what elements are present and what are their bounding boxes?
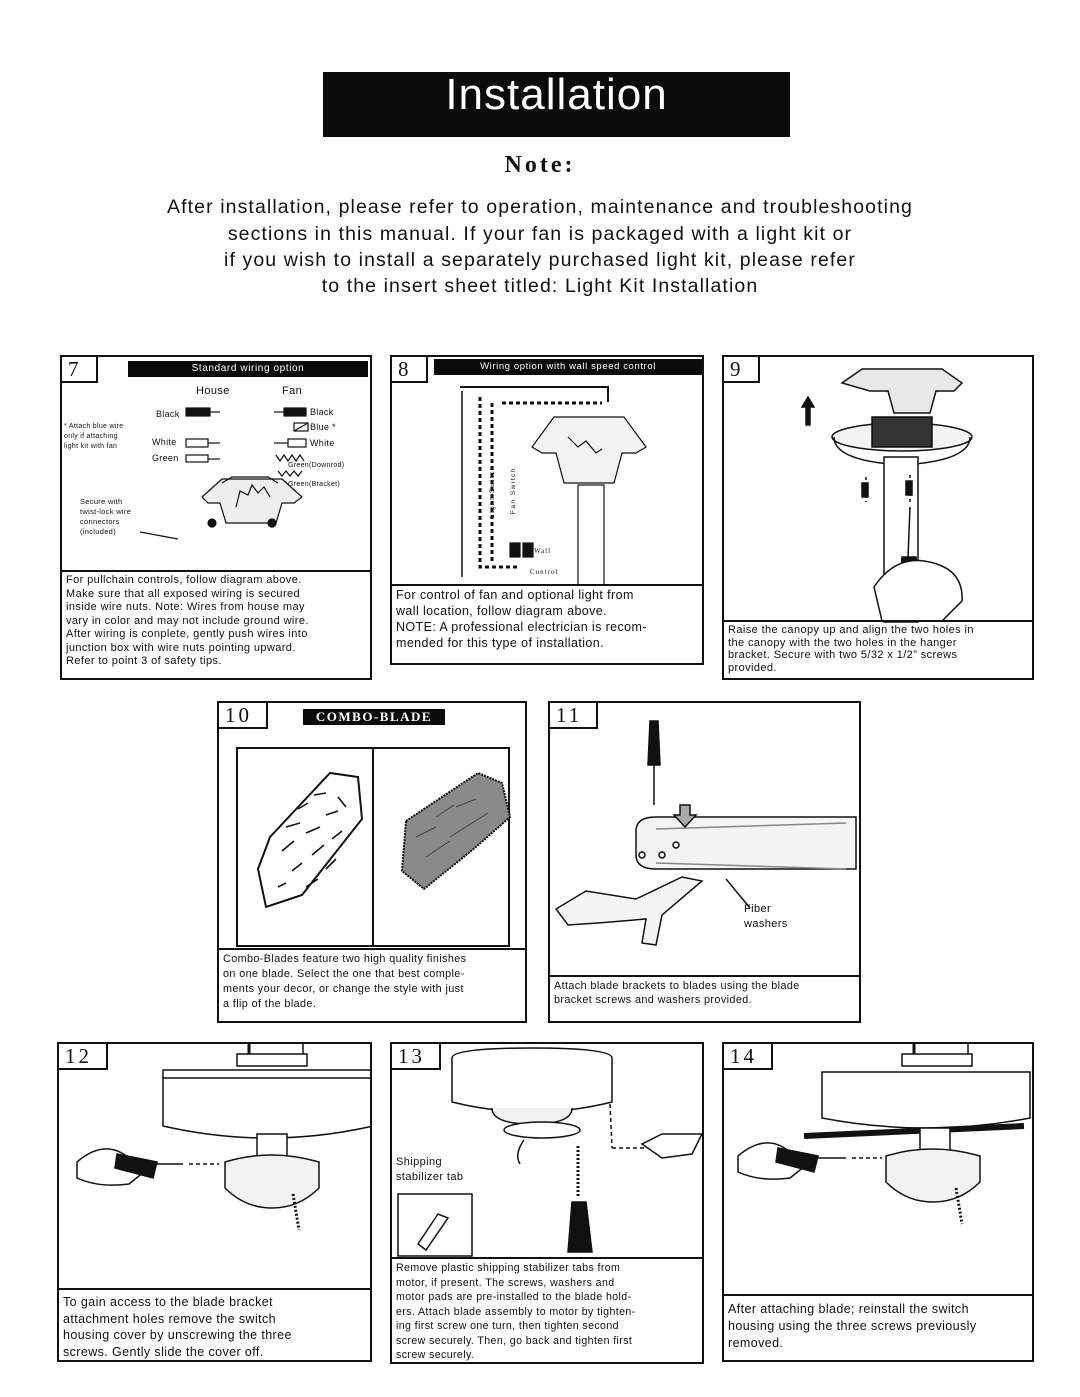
step-11-caption: Attach blade brackets to blades using th… (554, 980, 800, 1006)
attach-note: * Attach blue wire (64, 423, 124, 430)
wire-label: Black (156, 409, 180, 419)
step-14-panel: 14 After attaching blade; reinstall the … (722, 1042, 1034, 1362)
step-number: 10 (219, 703, 268, 729)
step-9-caption: Raise the canopy up and align the two ho… (728, 624, 974, 674)
step-number: 7 (62, 357, 98, 383)
wall-label: Wall (534, 547, 552, 555)
secure-note: connectors (80, 517, 120, 526)
step-8-caption: For control of fan and optional light fr… (396, 588, 647, 650)
wire-label: Green (152, 453, 179, 463)
note-line: After installation, please refer to oper… (167, 196, 913, 218)
step-number: 14 (724, 1044, 773, 1070)
step-number: 9 (724, 357, 760, 383)
blade-bracket-illustration (554, 720, 857, 946)
shipping-label: Shipping (396, 1156, 443, 1168)
step-header: Wiring option with wall speed control (434, 359, 702, 375)
wire-label: White (310, 438, 335, 448)
step-number: 11 (550, 703, 599, 729)
secure-note: twist-lock wire (80, 507, 132, 516)
house-label: House (196, 385, 230, 397)
step-7-panel: 7 Standard wiring option House Fan Black… (60, 355, 372, 680)
step-number: 13 (392, 1044, 441, 1070)
step-14-caption: After attaching blade; reinstall the swi… (728, 1302, 977, 1350)
step-9-panel: 9 Raise the canopy up and align the two … (722, 355, 1034, 680)
wall-control-illustration (460, 386, 647, 586)
note-line: if you wish to install a separately purc… (224, 249, 856, 271)
secure-note: (included) (80, 527, 116, 536)
step-13-caption: Remove plastic shipping stabilizer tabs … (396, 1262, 636, 1361)
step-number: 12 (59, 1044, 108, 1070)
stabilizer-label: stabilizer tab (396, 1171, 464, 1183)
page-title: Installation (323, 72, 790, 137)
step-10-panel: 10 COMBO-BLADE Combo-Blades feature two … (217, 701, 527, 1023)
switch-housing-illustration (76, 1044, 370, 1231)
wire-label: Blue * (310, 422, 336, 432)
secure-note: Secure with (80, 497, 123, 506)
washers-label: washers (744, 918, 788, 930)
light-switch-label: Light Switch (489, 465, 496, 519)
wire-label: Green(Downrod) (288, 462, 345, 469)
step-number: 8 (392, 357, 428, 383)
step-11-panel: 11 Fiber washers Attach blade brackets t… (548, 701, 861, 1023)
wiring-diagram-illustration (139, 407, 309, 540)
step-8-panel: 8 Wiring option with wall speed control … (390, 355, 704, 665)
attach-note: light kit with fan (64, 443, 118, 450)
note-heading: Note: (504, 152, 576, 178)
wire-label: White (152, 437, 177, 447)
step-10-caption: Combo-Blades feature two high quality fi… (223, 953, 467, 1010)
control-label: Control (530, 568, 559, 576)
wire-label: Black (310, 407, 334, 417)
fan-switch-label: Fan Switch (510, 467, 517, 515)
wire-label: Green(Bracket) (288, 481, 341, 488)
step-7-caption: For pullchain controls, follow diagram a… (66, 574, 309, 667)
fan-label: Fan (282, 385, 303, 397)
stabilizer-tab-illustration (397, 1047, 702, 1257)
note-line: to the insert sheet titled: Light Kit In… (321, 275, 759, 297)
reinstall-housing-illustration (737, 1044, 1031, 1225)
canopy-screw-illustration (800, 368, 973, 623)
combo-blade-header: COMBO-BLADE (303, 709, 445, 725)
combo-blade-illustration (256, 771, 512, 909)
note-line: sections in this manual. If your fan is … (227, 223, 853, 245)
attach-note: only if attaching (64, 433, 118, 440)
fiber-label: Fiber (744, 903, 772, 915)
step-13-panel: 13 Shipping stabilizer tab Remove plasti… (390, 1042, 704, 1364)
step-header: Standard wiring option (128, 361, 368, 377)
